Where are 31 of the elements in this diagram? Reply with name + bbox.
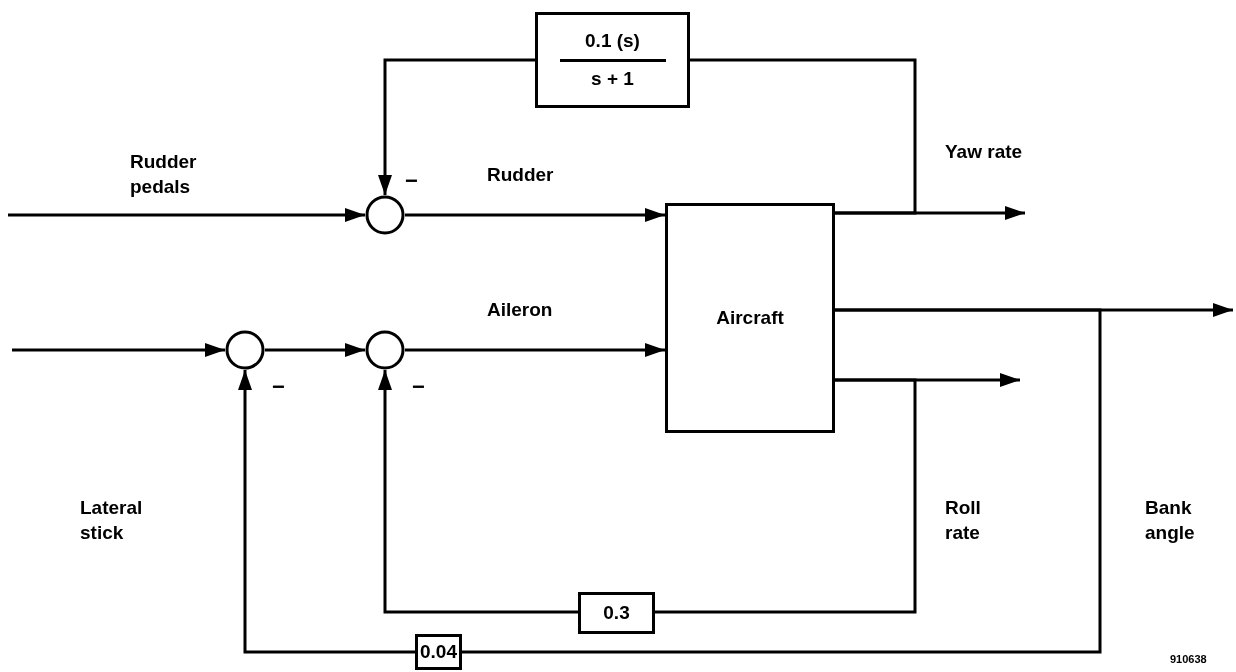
figure-number: Roll rate — [945, 496, 982, 545]
summing-junction — [365, 330, 405, 370]
signal-label: Rudder pedals — [130, 150, 198, 199]
figure-number: 910638 — [1170, 652, 1207, 667]
arrow — [12, 343, 225, 357]
arrow — [405, 343, 665, 357]
signal-label: Lateral stick — [80, 496, 144, 545]
gain-block — [578, 592, 655, 634]
gain-block — [415, 634, 462, 670]
signal-label: Yaw rate — [945, 140, 1024, 164]
arrow — [238, 370, 415, 654]
arrow — [378, 370, 578, 614]
arrow — [8, 208, 365, 222]
block-text: s + 1 — [591, 67, 634, 91]
signal-label: Aileron — [487, 298, 554, 322]
signal-label: Rudder — [487, 163, 555, 187]
summing-junction — [365, 195, 405, 235]
arrow — [378, 58, 535, 195]
block-text: 0.3 — [603, 601, 630, 625]
plant-block — [665, 203, 835, 433]
minus-sign: − — [405, 170, 418, 192]
minus-sign: − — [272, 376, 285, 398]
transfer-function-block — [535, 12, 690, 108]
minus-sign: − — [412, 376, 425, 398]
block-text: 0.04 — [420, 640, 457, 664]
block-text: Aircraft — [716, 306, 784, 330]
summing-junction — [225, 330, 265, 370]
arrow — [265, 343, 365, 357]
block-text: 0.1 (s) — [585, 29, 640, 53]
figure-number: Bank angle — [1145, 496, 1196, 545]
arrow — [405, 208, 665, 222]
